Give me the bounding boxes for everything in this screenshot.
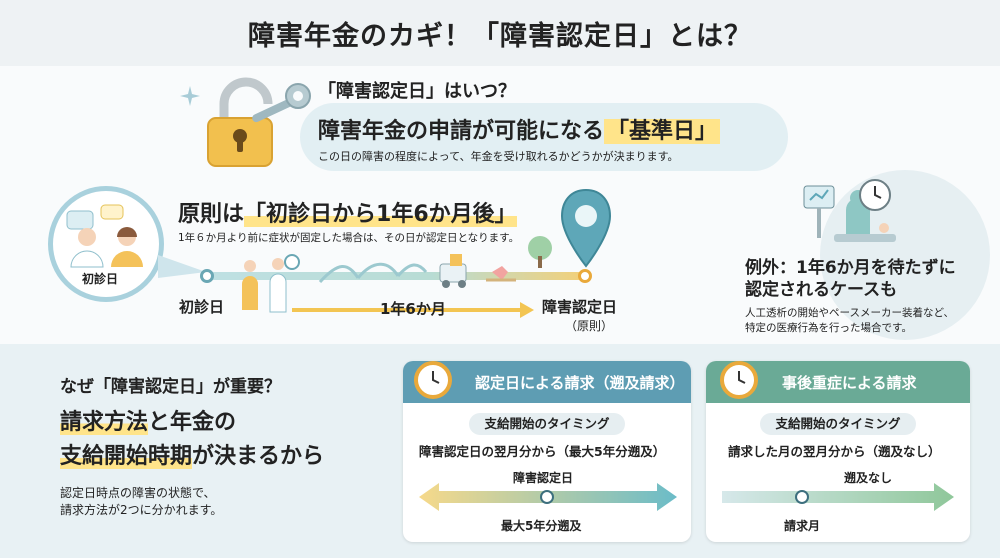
why-line2-highlight: 支給開始時期 [60, 444, 193, 469]
first-visit-circle [48, 186, 164, 302]
exception-text-line2: 特定の医療行為を行った場合です。 [745, 322, 912, 334]
why-question: なぜ「障害認定日」が重要？ [60, 377, 281, 397]
headline-prefix: 障害年金の申請が可能になる [318, 119, 605, 144]
exception-circle [820, 170, 990, 340]
why-line2: 支給開始時期が決まるから [60, 438, 324, 470]
retroactive-claim-card: 認定日による請求（遡及請求） 支給開始のタイミング 障害認定日の翌月分から（最大… [403, 361, 691, 542]
period-arrow [292, 308, 522, 312]
forward-arrow [722, 483, 954, 511]
card-header-title: 事後重症による請求 [782, 374, 917, 392]
principle-title: 原則は「初診日から1年6か月後」 [178, 196, 517, 228]
why-line2-rest: が決まるから [192, 444, 325, 469]
page-title: 障害年金のカギ！「障害認定日」とは？ [248, 21, 752, 52]
passage-waves [318, 262, 428, 284]
timeline-end-sublabel: （原則） [565, 319, 614, 333]
key-question: 「障害認定日」はいつ？ [318, 81, 516, 102]
recognition-date-label: 障害認定日 [513, 471, 574, 485]
timing-text: 障害認定日の翌月分から（最大5年分遡及） [419, 444, 666, 459]
circle-connector [158, 255, 206, 278]
why-line1-rest: と年金の [148, 410, 237, 435]
headline-highlight: 「基準日」 [604, 119, 721, 144]
timing-pill: 支給開始のタイミング [469, 413, 625, 435]
why-subtext2: 請求方法が2つに分かれます。 [60, 503, 223, 517]
timeline-start-node [200, 269, 214, 283]
exception-text-line1: 人工透析の開始やペースメーカー装着など、 [745, 307, 954, 319]
timeline-end-node [578, 269, 592, 283]
timeline-bar [205, 272, 583, 280]
principle-title-prefix: 原則は [178, 202, 245, 227]
clock-rewind-icon [414, 361, 452, 399]
doctor-patient-small-icon [242, 254, 300, 313]
exception-title-line2: 認定されるケースも [745, 280, 898, 300]
exception-title: 例外：1年6か月を待たずに 認定されるケースも [745, 257, 956, 301]
header-band [0, 0, 1000, 66]
padlock-key-icon [207, 77, 311, 167]
timing-text: 請求した月の翌月分から（遡及なし） [728, 444, 941, 459]
first-visit-circle-label: 初診日 [82, 272, 119, 286]
doctor-patient-icon [66, 204, 143, 268]
why-line1-highlight: 請求方法 [60, 410, 149, 435]
key-headline: 障害年金の申請が可能になる「基準日」 [318, 113, 721, 145]
max-five-years-label: 最大5年分遡及 [501, 519, 582, 533]
timeline-period-label: 1年6か月 [380, 300, 446, 318]
tree-icon [528, 236, 552, 268]
principle-subtext: 1年６か月より前に症状が固定した場合は、その日が認定日となります。 [178, 232, 520, 244]
clock-icon [859, 179, 891, 211]
principle-title-highlight: 「初診日から1年6か月後」 [244, 202, 517, 227]
card-header-title: 認定日による請求（遡及請求） [475, 374, 685, 392]
no-retroactive-label: 遡及なし [844, 471, 893, 485]
delivery-truck-icon [439, 254, 516, 288]
why-subtext1: 認定日時点の障害の状態で、 [60, 486, 216, 500]
location-pin-icon [560, 188, 612, 268]
timing-pill: 支給開始のタイミング [760, 413, 916, 435]
timeline-start-label: 初診日 [179, 298, 225, 316]
exception-title-line1: 例外：1年6か月を待たずに [745, 258, 956, 278]
key-subtext: この日の障害の程度によって、年金を受け取れるかどうかが決まります。 [318, 150, 679, 163]
period-arrowhead [520, 302, 534, 318]
clock-icon [720, 361, 758, 399]
sparkle-icon [180, 86, 200, 106]
surgery-monitor-icon [803, 185, 896, 242]
claim-month-label: 請求月 [784, 519, 821, 533]
why-line1: 請求方法と年金の [60, 404, 236, 436]
exception-text: 人工透析の開始やペースメーカー装着など、 特定の医療行為を行った場合です。 [745, 306, 954, 336]
bidirectional-arrow [419, 483, 677, 511]
timeline-end-label: 障害認定日 [542, 298, 618, 316]
